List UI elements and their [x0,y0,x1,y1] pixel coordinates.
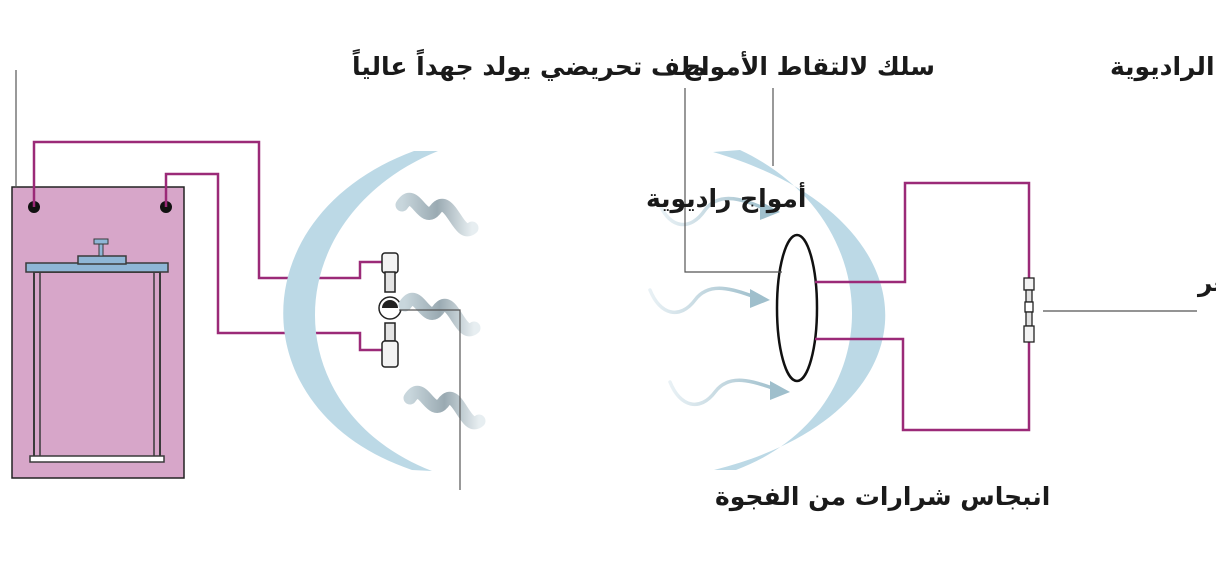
receiving-loop [775,233,819,383]
label-gap-sparks: انبجاس شرارات من الفجوة [715,482,1050,512]
label-small-sparks: شرارات أصغر [1196,266,1216,298]
induction-coil [11,186,185,479]
transmitter-wires [32,140,384,352]
small-spark-gap [1023,277,1035,343]
spark-gap-transmitter [378,252,402,368]
label-induction-coil: ملف تحريضي يولد جهداً عالياً [352,49,706,82]
receiver-reflector [713,150,886,470]
coil-body [33,271,161,459]
label-receiving-wire: سلك لالتقاط الأمواج [683,51,935,82]
receiver-wires [815,181,1031,432]
label-radio-waves: أمواج راديوية [646,182,806,214]
label-reflector: عاكس لتركيز الأمواج الراديوية [1110,51,1216,82]
coil-base-plate [29,455,165,463]
leader-lines [15,70,1197,490]
radio-waves-left [395,192,486,430]
transmitter-reflector [283,151,438,471]
radio-waves-right [648,196,790,407]
